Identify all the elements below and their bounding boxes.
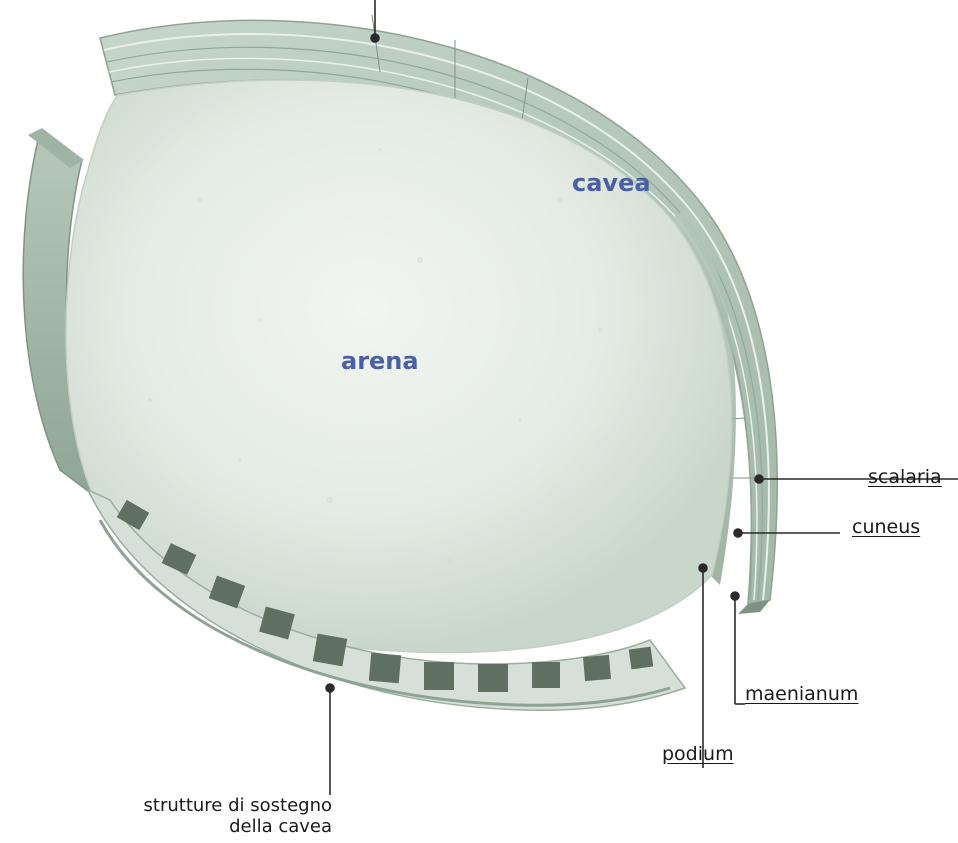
label-supports: strutture di sostegno della cavea (110, 796, 332, 837)
label-scalaria: scalaria (868, 468, 942, 487)
label-cuneus: cuneus (852, 518, 920, 537)
label-supports-line2: della cavea (110, 817, 332, 838)
label-arena: arena (341, 349, 419, 373)
label-supports-line1: strutture di sostegno (110, 796, 332, 817)
label-maenianum: maenianum (745, 685, 858, 704)
label-podium: podium (662, 745, 734, 764)
label-cavea: cavea (572, 171, 651, 195)
